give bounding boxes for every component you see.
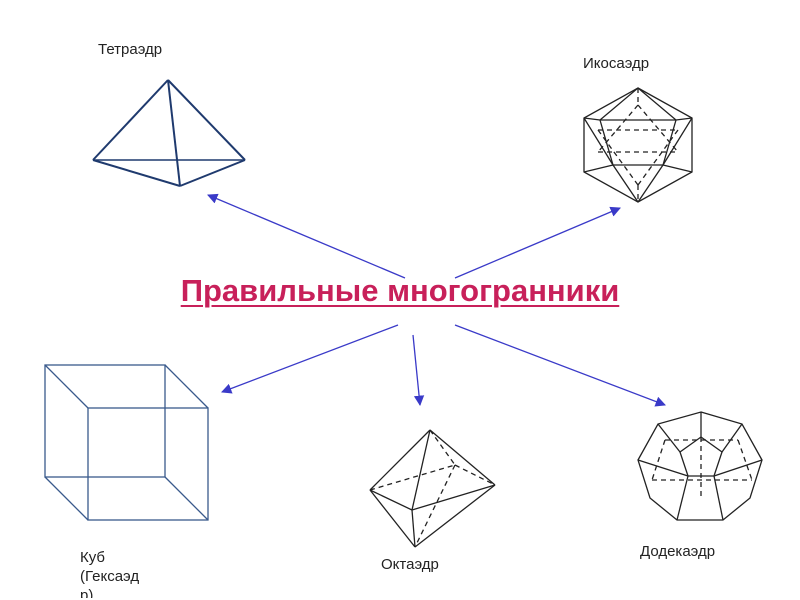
tetrahedron-label: Тетраэдр (98, 41, 163, 58)
octahedron-figure (369, 429, 496, 548)
arrows (207, 193, 666, 407)
dodecahedron-label: Додекаэдр (640, 543, 716, 560)
arrow-to-icosahedron (454, 206, 621, 279)
dodecahedron-figure (637, 411, 763, 521)
octahedron-label: Октаэдр (381, 556, 439, 573)
cube-alt-name: (Гексаэд (80, 568, 140, 585)
arrow-to-tetrahedron (207, 193, 406, 279)
tetrahedron-figure (92, 79, 246, 187)
cube-label: Куб (Гексаэд р) (80, 548, 139, 598)
arrow-to-cube (221, 324, 399, 394)
diagram-title: Правильные многогранники (180, 273, 620, 308)
icosahedron-figure (583, 87, 693, 203)
arrow-to-octahedron (412, 334, 425, 407)
cube-figure (44, 364, 209, 521)
cube-alt-name-cut: р) (80, 587, 94, 598)
icosahedron-label: Икосаэдр (583, 55, 650, 72)
arrow-to-dodecahedron (454, 324, 666, 407)
cube-name: Куб (80, 549, 105, 566)
